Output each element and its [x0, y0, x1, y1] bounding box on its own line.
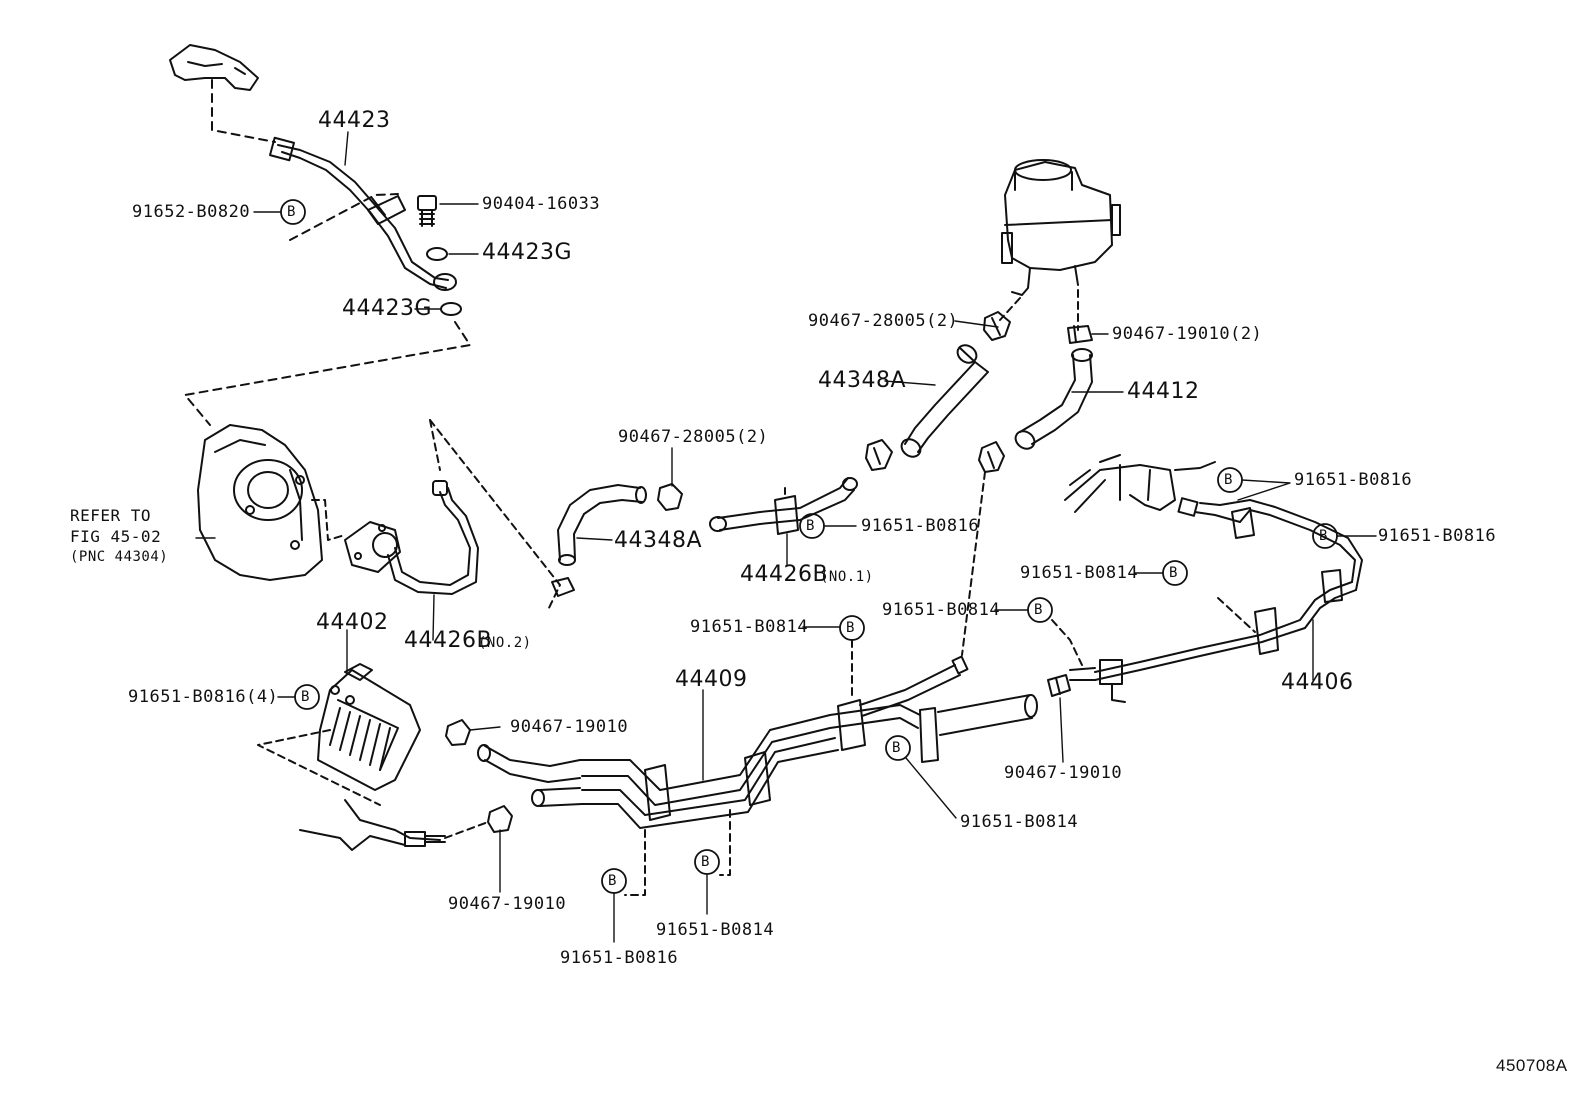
- dash-clamp-to-pipe: [961, 471, 986, 656]
- label-44423: 44423: [318, 108, 391, 133]
- power-steering-pump: [197, 424, 323, 581]
- label-44423g-upper: 44423G: [482, 240, 573, 265]
- bolt-symbol-i: [885, 735, 911, 761]
- label-91651-b0814-center: 91651-B0814: [882, 600, 1001, 620]
- label-44426b-no2: 44426B: [404, 628, 493, 653]
- pipe-assembly-44409: [477, 655, 1038, 829]
- dash-hose-no2: [429, 419, 441, 471]
- clamp-mid-b: [978, 441, 1005, 473]
- clamp-low-b: [487, 805, 513, 833]
- bolt-letter-d: B: [1319, 528, 1328, 544]
- clamp-cooler: [445, 719, 471, 746]
- label-44402: 44402: [316, 610, 389, 635]
- bolt-letter-k: B: [608, 873, 617, 889]
- dash-pipe-clamp: [289, 193, 399, 241]
- label-91651-b0816-right-a: 91651-B0816: [1294, 470, 1413, 490]
- label-44406: 44406: [1281, 670, 1354, 695]
- label-90467-19010-c: 90467-19010: [448, 894, 567, 914]
- bolt-letter-b: B: [806, 518, 815, 534]
- pipe-44406: [1069, 497, 1363, 703]
- figure-id: 450708A: [1496, 1056, 1568, 1075]
- label-44412: 44412: [1127, 379, 1200, 404]
- label-91651-b0816-right-b: 91651-B0816: [1378, 526, 1497, 546]
- label-91652-b0820: 91652-B0820: [132, 202, 251, 222]
- dash-pump-fitting: [311, 499, 346, 541]
- label-91651-b0814-bottom: 91651-B0814: [656, 920, 775, 940]
- dash-lower-clamp-a: [624, 829, 646, 896]
- washer-b: [440, 302, 462, 316]
- clamp-mid-c: [657, 483, 683, 511]
- dash-right-clamp: [1217, 597, 1256, 633]
- bolt-letter-f: B: [1034, 602, 1043, 618]
- dash-lower-clamp-b: [719, 809, 731, 876]
- label-91651-b0816-4: 91651-B0816(4): [128, 687, 279, 707]
- bolt-letter-e: B: [1169, 565, 1178, 581]
- bolt-letter-j: B: [701, 854, 710, 870]
- dash-cooler-clamp: [444, 821, 489, 839]
- hose-44426b-no1: [709, 477, 858, 535]
- dash-mid-b: [1051, 619, 1083, 666]
- label-91651-b0816-mid: 91651-B0816: [861, 516, 980, 536]
- bolt-letter-i: B: [892, 740, 901, 756]
- label-90467-19010-top: 90467-19010(2): [1112, 324, 1263, 344]
- oil-cooler-44402: [317, 663, 421, 791]
- union-fitting: [344, 521, 401, 573]
- pipe-44423: [269, 136, 457, 291]
- clamp-mid-a: [865, 439, 893, 471]
- clamp-right-lower: [1047, 674, 1071, 697]
- label-90467-28005-top: 90467-28005(2): [808, 311, 959, 331]
- bracket-fragment-top-left: [169, 44, 259, 91]
- dash-bracket-to-pipe: [211, 79, 276, 143]
- label-44409: 44409: [675, 667, 748, 692]
- bolt-90404: [417, 195, 437, 227]
- bolt-letter-a: B: [287, 204, 296, 220]
- bolt-letter-g: B: [846, 620, 855, 636]
- reservoir-tank: [1001, 159, 1121, 296]
- bracket-fragment-right: [1064, 454, 1216, 513]
- bolt-letter-h: B: [301, 689, 310, 705]
- label-44423g-lower: 44423G: [342, 296, 433, 321]
- label-90467-19010-b: 90467-19010: [1004, 763, 1123, 783]
- cooler-outlet-tube: [299, 799, 446, 851]
- label-90404-16033: 90404-16033: [482, 194, 601, 214]
- label-44348a-mid: 44348A: [614, 528, 703, 553]
- refer-note-line1: REFER TO: [70, 506, 152, 525]
- dash-long-diagonal: [429, 419, 561, 611]
- label-44426b-no1: 44426B: [740, 562, 829, 587]
- leader-lines: [195, 131, 1377, 943]
- dash-cooler-left: [257, 729, 381, 806]
- clamp-top-right: [1067, 325, 1093, 344]
- label-91651-b0816-bottom: 91651-B0816: [560, 948, 679, 968]
- hose-44348a-mid: [557, 484, 647, 566]
- refer-note-line2: FIG 45-02: [70, 527, 162, 546]
- label-90467-19010-a: 90467-19010: [510, 717, 629, 737]
- hose-44348a-top: [900, 344, 989, 458]
- dash-to-pump: [184, 321, 471, 426]
- hose-44426b-no2: [387, 480, 479, 595]
- label-90467-28005-mid: 90467-28005(2): [618, 427, 769, 447]
- label-44348a-top: 44348A: [818, 368, 907, 393]
- refer-note-line3: (PNC 44304): [70, 549, 169, 565]
- label-44426b-no2-suffix: (NO.2): [478, 635, 532, 651]
- label-44426b-no1-suffix: (NO.1): [820, 569, 874, 585]
- washer-a: [426, 247, 448, 261]
- label-91651-b0814-lower: 91651-B0814: [960, 812, 1079, 832]
- bolt-symbols: [280, 199, 1338, 894]
- refer-note: REFER TO FIG 45-02 (PNC 44304): [70, 505, 168, 568]
- bolt-symbol-g: [839, 615, 865, 641]
- bolt-letter-c: B: [1224, 472, 1233, 488]
- hose-44412: [1014, 348, 1093, 450]
- clamp-low-a: [551, 577, 575, 597]
- label-91651-b0814-right: 91651-B0814: [1020, 563, 1139, 583]
- label-91651-b0814-mid: 91651-B0814: [690, 617, 809, 637]
